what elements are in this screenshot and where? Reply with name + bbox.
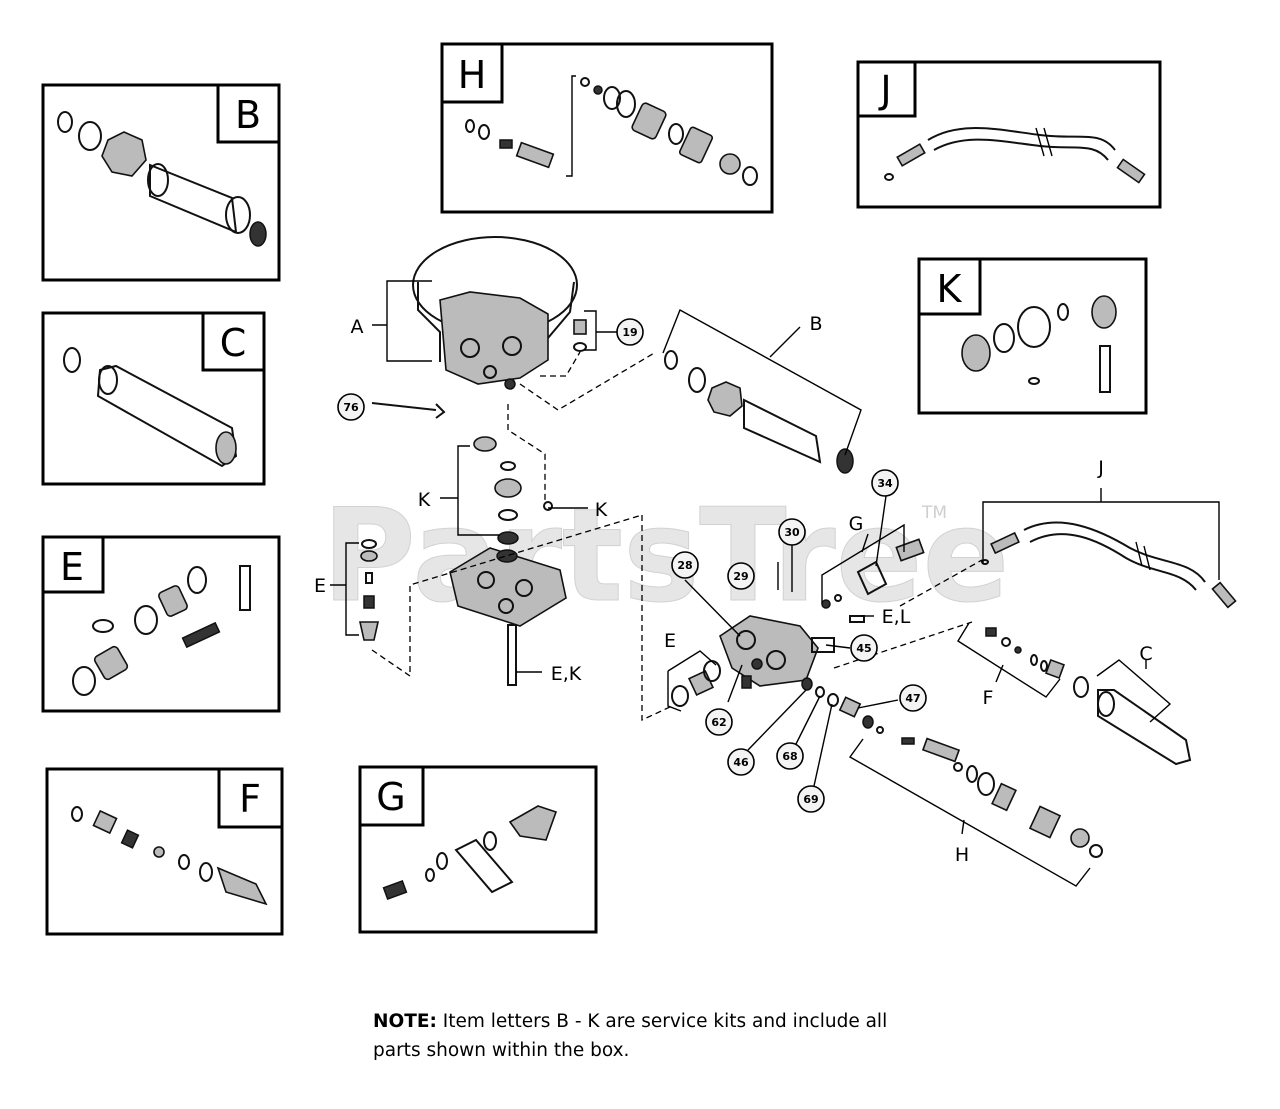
piston-stack: [473, 436, 553, 545]
left-e-stack: [359, 539, 379, 641]
svg-text:69: 69: [803, 793, 818, 806]
callout-46[interactable]: 46: [727, 748, 755, 776]
kit-e-parts: [72, 565, 251, 696]
callout-45[interactable]: 45: [850, 634, 878, 662]
label-k-left: K: [418, 489, 431, 511]
kit-box-c[interactable]: C: [41, 311, 266, 486]
label-j: J: [1097, 457, 1104, 479]
note-line-1: NOTE: Item letters B - K are service kit…: [373, 1007, 973, 1036]
svg-text:62: 62: [711, 716, 726, 729]
label-f: F: [983, 687, 994, 709]
kit-b-parts: [57, 111, 267, 247]
kit-box-e[interactable]: E: [41, 535, 281, 713]
label-e-left: E: [314, 575, 326, 597]
service-kit-note: NOTE: Item letters B - K are service kit…: [373, 1007, 973, 1065]
svg-text:68: 68: [782, 750, 797, 763]
label-g: G: [849, 513, 864, 535]
kit-box-b[interactable]: B: [41, 83, 281, 282]
callout-47[interactable]: 47: [899, 684, 927, 712]
main-f-stack: [985, 627, 1065, 679]
kit-h-parts: [465, 75, 758, 186]
manifold-e-parts: [671, 615, 865, 707]
sleeve-34: [821, 538, 925, 609]
kit-letter-c: C: [220, 321, 247, 365]
watermark-text: PartsTree: [322, 482, 1009, 631]
small-seals: [801, 677, 862, 718]
label-a: A: [351, 316, 364, 338]
fitting-19: [573, 319, 587, 352]
note-label: NOTE:: [373, 1011, 437, 1032]
callout-29[interactable]: 29: [727, 562, 755, 590]
kit-box-g[interactable]: G: [358, 765, 598, 934]
kit-box-j[interactable]: J: [856, 60, 1162, 209]
pump-head: [449, 547, 567, 627]
kit-g-parts: [382, 805, 558, 901]
watermark: PartsTree TM: [322, 482, 1010, 632]
main-assembly: [330, 236, 1237, 887]
kit-letter-b: B: [235, 93, 261, 137]
svg-text:76: 76: [343, 401, 359, 414]
main-filter-c: [1073, 676, 1192, 766]
label-c: C: [1139, 643, 1152, 665]
callout-30[interactable]: 30: [778, 518, 806, 546]
main-h-stack: [862, 715, 1103, 858]
main-hose-j: [981, 521, 1237, 609]
label-e-k: E,K: [551, 663, 582, 685]
label-e-mid: E: [664, 630, 676, 652]
main-filter-b: [664, 350, 854, 474]
label-h: H: [955, 844, 969, 866]
bolt-ek: [507, 624, 517, 686]
note-text-1: Item letters B - K are service kits and …: [436, 1011, 888, 1032]
kit-k-parts: [961, 295, 1117, 393]
svg-text:19: 19: [622, 326, 637, 339]
svg-text:46: 46: [733, 756, 749, 769]
callout-62[interactable]: 62: [705, 708, 733, 736]
kit-letter-h: H: [458, 53, 487, 97]
watermark-trademark: TM: [921, 503, 947, 523]
svg-text:47: 47: [905, 692, 920, 705]
right-manifold: [719, 615, 835, 689]
label-b: B: [809, 313, 822, 335]
callout-76[interactable]: 76: [337, 393, 365, 421]
label-e-l: E,L: [882, 606, 911, 628]
kit-box-k[interactable]: K: [917, 257, 1148, 415]
callout-34[interactable]: 34: [871, 469, 899, 497]
kit-letter-e: E: [60, 545, 84, 589]
kit-letter-f: F: [239, 777, 261, 821]
routing-lines: [371, 351, 983, 722]
kit-letter-k: K: [937, 267, 963, 311]
note-line-2: parts shown within the box.: [373, 1040, 630, 1061]
housing-a: [412, 236, 578, 390]
svg-text:34: 34: [877, 477, 893, 490]
bolt-76: [371, 402, 446, 419]
kit-letter-g: G: [376, 775, 405, 819]
callout-19[interactable]: 19: [616, 318, 644, 346]
kit-box-f[interactable]: F: [45, 767, 284, 936]
callout-28[interactable]: 28: [671, 551, 699, 579]
callout-68[interactable]: 68: [776, 742, 804, 770]
label-k-right: K: [595, 499, 608, 521]
kit-f-parts: [71, 806, 268, 906]
kit-box-h[interactable]: H: [440, 42, 774, 214]
svg-text:45: 45: [856, 642, 871, 655]
callout-69[interactable]: 69: [797, 785, 825, 813]
svg-text:30: 30: [784, 526, 800, 539]
kit-c-parts: [63, 347, 238, 468]
kit-j-parts: [884, 127, 1146, 184]
leader-lines: [330, 280, 1220, 887]
kit-letter-j: J: [878, 68, 891, 112]
svg-text:28: 28: [677, 559, 692, 572]
svg-text:29: 29: [733, 570, 748, 583]
